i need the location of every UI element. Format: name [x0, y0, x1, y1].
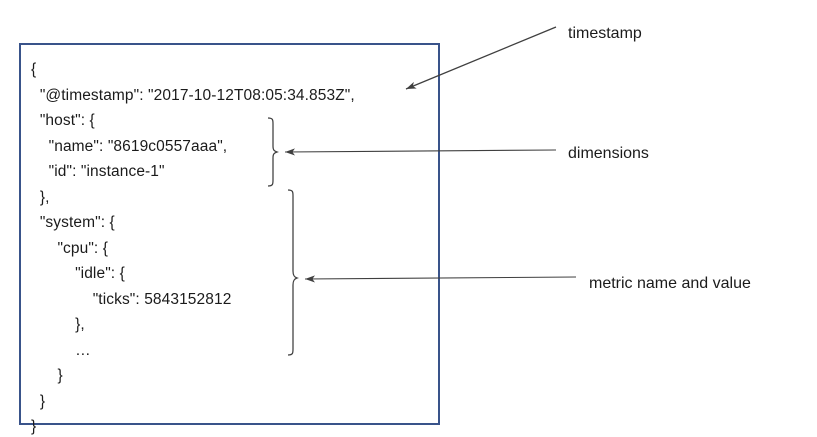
json-document-panel: { "@timestamp": "2017-10-12T08:05:34.853…: [19, 43, 440, 435]
annotation-label-metric-name-and-value: metric name and value: [589, 275, 751, 292]
json-document-text: { "@timestamp": "2017-10-12T08:05:34.853…: [31, 61, 355, 435]
annotation-label-dimensions: dimensions: [568, 145, 649, 162]
annotation-label-timestamp: timestamp: [568, 25, 642, 42]
